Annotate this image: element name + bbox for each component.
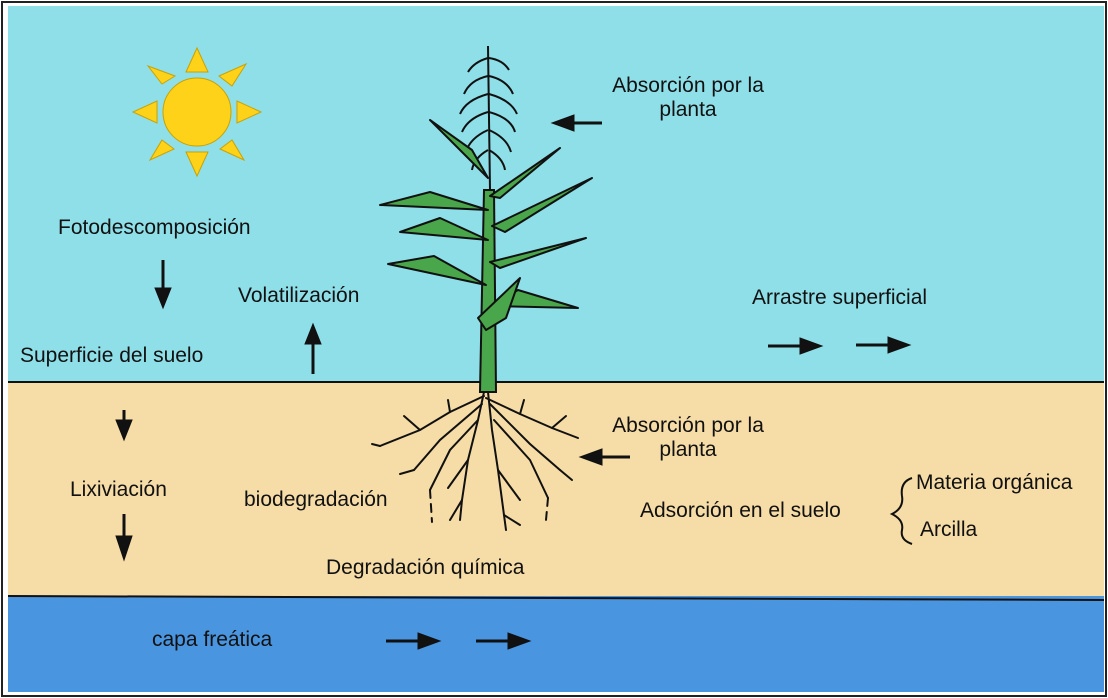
label-water-table: capa freática xyxy=(152,628,272,652)
label-biodegradation: biodegradación xyxy=(244,488,388,512)
label-chemical-degradation: Degradación química xyxy=(326,556,524,580)
label-clay: Arcilla xyxy=(920,518,977,542)
label-surface-runoff: Arrastre superficial xyxy=(752,286,927,310)
label-adsorption-soil: Adsorción en el suelo xyxy=(640,499,841,523)
sun-icon xyxy=(133,48,261,176)
label-leaching: Lixiviación xyxy=(70,478,167,502)
label-absorption-plant-soil: Absorción por la planta xyxy=(588,414,788,462)
label-organic-matter: Materia orgánica xyxy=(916,471,1072,495)
label-photodecomposition: Fotodescomposición xyxy=(58,216,251,240)
corn-stalk xyxy=(480,190,496,392)
sky-layer xyxy=(8,6,1104,382)
label-absorption-plant-top: Absorción por la planta xyxy=(588,74,788,122)
label-soil-surface: Superficie del suelo xyxy=(20,344,203,368)
label-volatilization: Volatilización xyxy=(238,284,359,308)
